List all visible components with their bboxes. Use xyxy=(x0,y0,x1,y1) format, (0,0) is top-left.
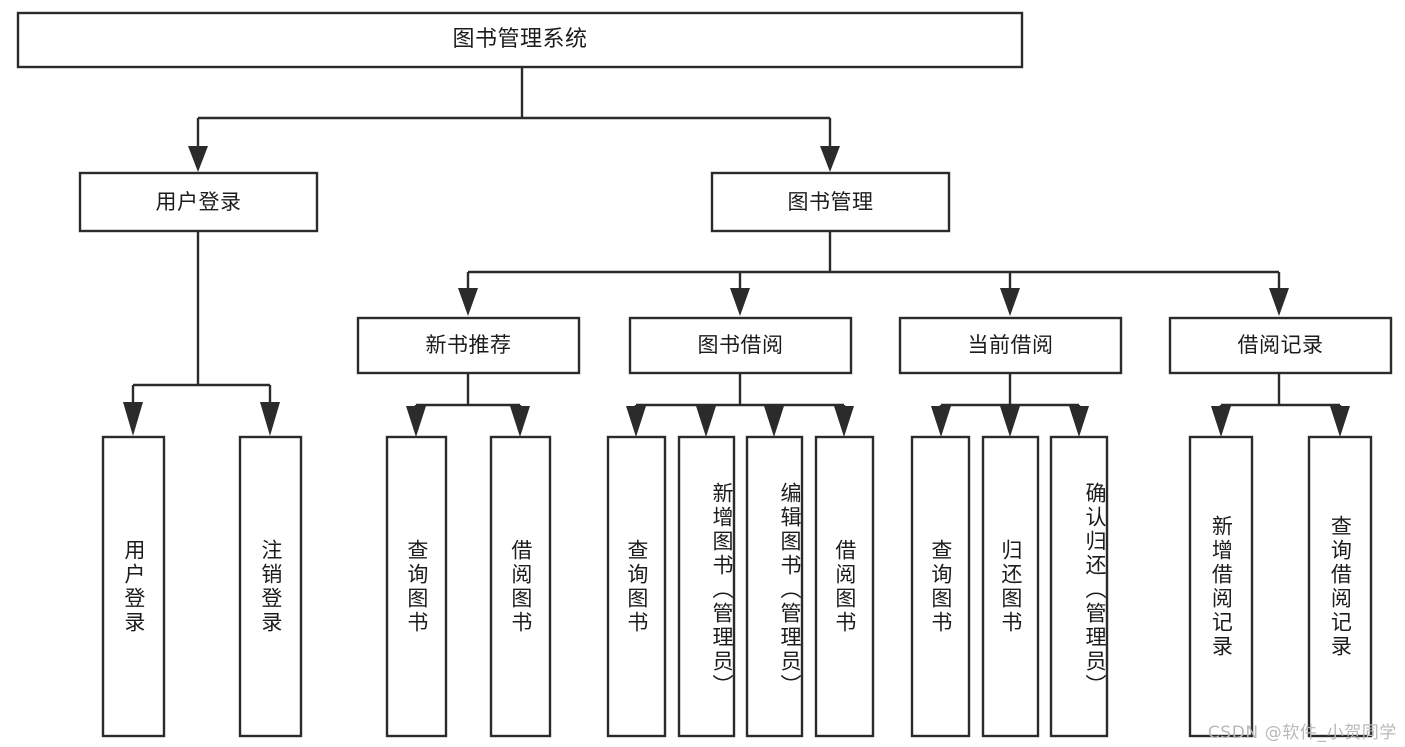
node-box-borrow-record[interactable] xyxy=(1168,316,1393,375)
node-box-leaf-book-borrow-2[interactable] xyxy=(745,435,804,738)
arrowhead-bookborrow-leaf-3 xyxy=(764,406,784,437)
node-box-leaf-current-borrow-0[interactable] xyxy=(910,435,971,738)
arrowhead-borrowrecord-leaf-2 xyxy=(1330,406,1350,437)
arrowhead-currentborrow-leaf-3 xyxy=(1069,406,1089,437)
node-box-leaf-current-borrow-1[interactable] xyxy=(981,435,1040,738)
node-box-new-book-recommend[interactable] xyxy=(356,316,581,375)
edge-layer xyxy=(123,67,1350,437)
arrowhead-bookborrow-leaf-2 xyxy=(696,406,716,437)
node-box-root[interactable] xyxy=(16,11,1024,69)
arrowhead-userlogin-leaf-1 xyxy=(123,402,143,436)
node-box-leaf-borrow-record-0[interactable] xyxy=(1188,435,1254,738)
arrowhead-new-book xyxy=(458,288,478,316)
arrowhead-borrowrecord-leaf-1 xyxy=(1211,406,1231,437)
arrowhead-userlogin-leaf-2 xyxy=(260,402,280,436)
node-box-current-borrow[interactable] xyxy=(898,316,1123,375)
node-box-leaf-user-login-1[interactable] xyxy=(238,435,303,738)
node-box-leaf-book-borrow-3[interactable] xyxy=(814,435,875,738)
arrowhead-newbook-leaf-2 xyxy=(510,406,530,437)
node-box-leaf-book-borrow-1[interactable] xyxy=(677,435,736,738)
arrowhead-currentborrow-leaf-1 xyxy=(931,406,951,437)
arrowhead-book-manage xyxy=(820,146,840,172)
arrowhead-user-login xyxy=(188,146,208,172)
node-box-leaf-current-borrow-2[interactable] xyxy=(1049,435,1109,738)
node-box-leaf-new-book-0[interactable] xyxy=(385,435,448,738)
arrowhead-current-borrow xyxy=(1000,288,1020,316)
node-layer xyxy=(16,11,1393,738)
node-box-leaf-borrow-record-1[interactable] xyxy=(1307,435,1373,738)
node-box-book-borrow[interactable] xyxy=(628,316,853,375)
node-box-book-manage[interactable] xyxy=(710,171,951,233)
arrowhead-currentborrow-leaf-2 xyxy=(1000,406,1020,437)
arrowhead-borrow-record xyxy=(1269,288,1289,316)
arrowhead-bookborrow-leaf-4 xyxy=(834,406,854,437)
arrowhead-bookborrow-leaf-1 xyxy=(626,406,646,437)
node-box-leaf-book-borrow-0[interactable] xyxy=(606,435,667,738)
arrowhead-newbook-leaf-1 xyxy=(406,406,426,437)
arrowhead-book-borrow xyxy=(730,288,750,316)
node-box-leaf-user-login-0[interactable] xyxy=(101,435,166,738)
node-box-leaf-new-book-1[interactable] xyxy=(489,435,552,738)
node-box-user-login[interactable] xyxy=(78,171,319,233)
